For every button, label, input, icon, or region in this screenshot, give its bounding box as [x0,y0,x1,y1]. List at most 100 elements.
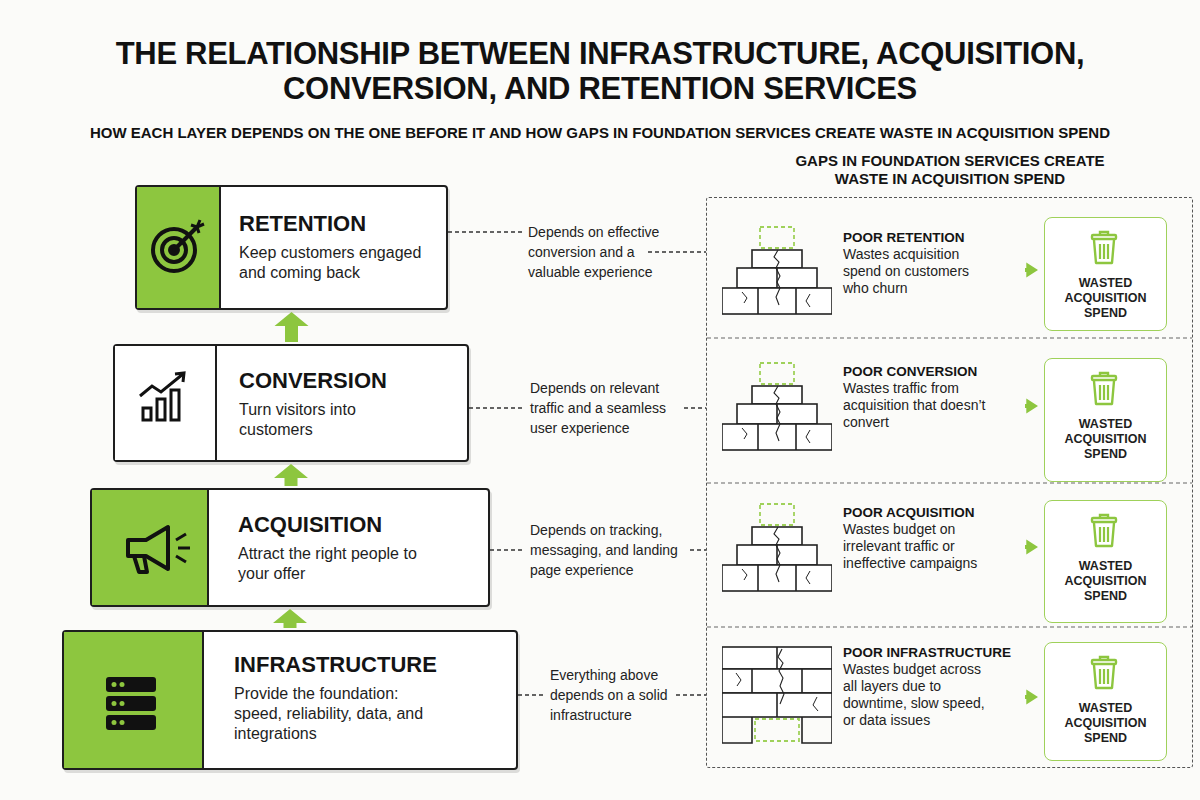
flow-arrow [273,609,307,628]
group-heading: GAPS IN FOUNDATION SERVICES CREATE WASTE… [785,152,1115,188]
target-arrow [176,227,197,248]
target-ring [162,238,186,262]
chart-trend [175,373,184,382]
flow-arrow [1025,263,1038,278]
subtitle: HOW EACH LAYER DEPENDS ON THE ONE BEFORE… [5,124,1195,142]
gap-heading: POOR RETENTION [843,229,1019,246]
server-light [112,720,117,725]
brick-stack-icon [722,647,832,743]
gap-row: POOR CONVERSIONWastes traffic from acqui… [843,363,1019,449]
layer-heading: ACQUISITION [238,512,422,538]
target-icon [153,220,204,271]
icon-panel [137,187,221,308]
row-separators [707,338,1192,627]
dependency-note: Depends on tracking, messaging, and land… [530,520,695,580]
server-icon [106,677,156,730]
waste-box: WASTED ACQUISITION SPEND [1044,642,1167,761]
gap-row: POOR INFRASTRUCTUREWastes budget across … [843,644,1019,750]
gap-heading: POOR CONVERSION [843,363,1019,380]
dependency-note: Depends on effective conversion and a va… [528,222,678,282]
waste-box: WASTED ACQUISITION SPEND [1044,500,1167,623]
gap-heading: POOR INFRASTRUCTURE [843,644,1019,661]
flow-arrow [1025,540,1038,555]
icon-panel [92,490,209,605]
server-light [120,720,125,725]
trash-icon [1092,515,1116,546]
icon-panel [64,632,204,768]
gap-row: POOR ACQUISITIONWastes budget on irrelev… [843,504,1019,590]
waste-label: WASTED ACQUISITION SPEND [1045,417,1166,462]
leader-line [469,407,706,408]
gap-description: Wastes budget across all layers due to d… [843,661,993,729]
row-separator [707,482,1192,483]
target-arrow [191,220,204,233]
trash-icon [1092,232,1116,263]
chart-bar [143,408,151,420]
server-unit [106,715,156,730]
dependency-note: Depends on relevant traffic and a seamle… [530,378,695,438]
layer-heading: INFRASTRUCTURE [234,652,439,678]
dependency-note: Everything above depends on a solid infr… [550,665,685,725]
diagram-title: THE RELATIONSHIP BETWEEN INFRASTRUCTURE,… [110,36,1090,106]
layer-box: INFRASTRUCTURE Provide the foundation: sp… [62,630,518,770]
flow-arrow [275,312,309,342]
chart-bar [171,390,179,420]
waste-label: WASTED ACQUISITION SPEND [1045,276,1166,321]
chart-trend [140,374,183,396]
layer-heading: RETENTION [239,211,435,237]
text-wrap: ACQUISITION Attract the right people to y… [238,512,422,584]
trash-icons [1092,232,1116,688]
brick-stack-icon [722,227,832,314]
server-light [120,682,125,687]
megaphone-icon [128,527,190,572]
waste-box: WASTED ACQUISITION SPEND [1044,217,1167,331]
row-separator [707,626,1192,627]
text-wrap: RETENTION Keep customers engaged and comi… [239,211,435,283]
server-light [112,682,117,687]
flow-arrow [1025,399,1038,414]
layer-description: Provide the foundation: speed, reliabili… [234,684,439,744]
target-ring [153,229,195,271]
gap-description: Wastes budget on irrelevant traffic or i… [843,521,993,572]
waste-label: WASTED ACQUISITION SPEND [1045,701,1166,746]
layer-description: Turn visitors into customers [239,400,399,440]
waste-box: WASTED ACQUISITION SPEND [1044,358,1167,482]
chart-bar [157,399,165,420]
gap-heading: POOR ACQUISITION [843,504,1019,521]
leader-lines [448,232,706,695]
gap-description: Wastes traffic from acquisition that doe… [843,380,993,431]
server-light [112,701,117,706]
leader-line [490,549,706,550]
gap-row: POOR RETENTIONWastes acquisition spend o… [843,229,1019,311]
waste-label: WASTED ACQUISITION SPEND [1045,559,1166,604]
layer-description: Attract the right people to your offer [238,544,422,584]
layer-box: ACQUISITION Attract the right people to y… [90,488,490,607]
server-light [120,701,125,706]
layer-box: RETENTION Keep customers engaged and comi… [135,185,448,310]
text-wrap: CONVERSION Turn visitors into customers [239,368,399,440]
leader-line [448,232,706,252]
text-wrap: INFRASTRUCTURE Provide the foundation: sp… [234,652,439,744]
chart-icon [140,373,184,420]
leader-line [518,694,706,695]
megaphone-handle [134,556,147,572]
layer-heading: CONVERSION [239,368,399,394]
brick-stack-icon [722,363,832,450]
icon-panel [115,346,217,460]
server-unit [106,677,156,692]
gap-description: Wastes acquisition spend on customers wh… [843,246,993,297]
flow-arrow [274,464,308,486]
sound-lines [176,534,190,562]
megaphone-body [128,527,168,569]
flow-arrow [1025,690,1038,705]
target-center [170,246,178,254]
layer-description: Keep customers engaged and coming back [239,243,435,283]
server-unit [106,696,156,711]
trash-icon [1092,657,1116,688]
brick-icons [722,227,832,743]
brick-stack-icon [722,504,832,591]
